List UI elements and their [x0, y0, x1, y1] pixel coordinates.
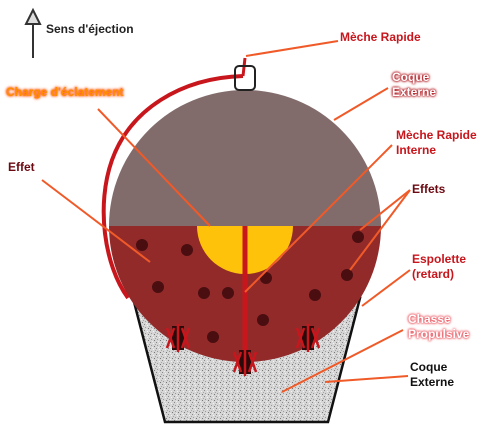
outer-shell-bottom-label: Coque Externe: [410, 360, 455, 389]
effect-stars: [136, 231, 364, 343]
effects-label: Effets: [412, 182, 446, 196]
effect-label: Effet: [8, 160, 35, 174]
outer-shell-top-label: Coque Externe: [392, 70, 437, 99]
leader-lines: [41, 40, 411, 393]
delay-fuse-label: Espolette (retard): [412, 252, 467, 281]
lift-charge-label: Chasse Propulsive: [408, 312, 470, 341]
ejection-arrow-icon: [24, 7, 42, 58]
external-fuse: [101, 74, 244, 300]
ejection-direction-label: Sens d'éjection: [46, 22, 134, 36]
delay-fuses: [165, 324, 321, 376]
fast-fuse-label: Mèche Rapide: [340, 30, 421, 44]
bursting-charge-label: Charge d'éclatement: [6, 85, 124, 99]
internal-fast-fuse-label: Mèche Rapide Interne: [396, 128, 477, 157]
top-loop: [234, 65, 256, 91]
